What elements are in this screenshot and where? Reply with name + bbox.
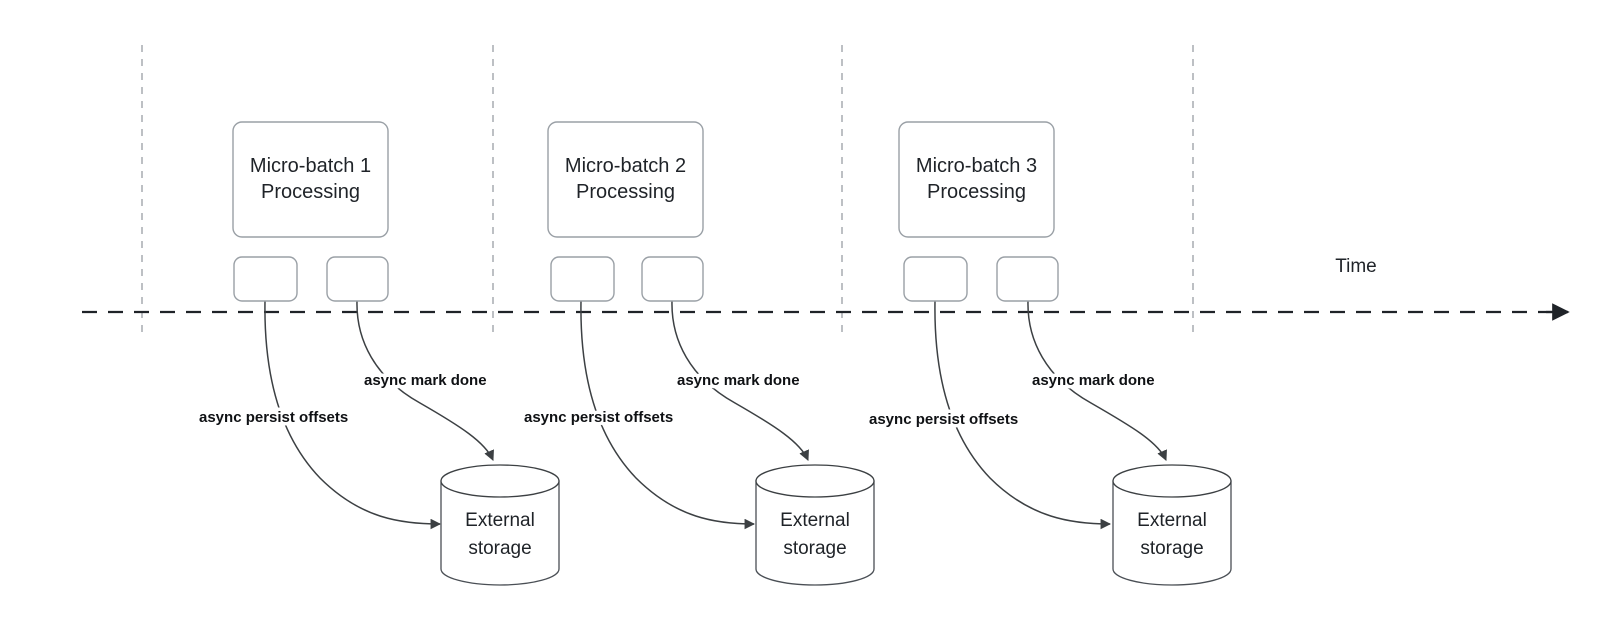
group-3-storage-label-line1: External	[1137, 510, 1207, 531]
group-1-task-box-mark[interactable]	[326, 256, 389, 302]
group-2-batch-box[interactable]	[547, 121, 704, 238]
group-1-edge-async-mark-done-label: async mark done	[364, 372, 487, 389]
group-2-batch-box-label-line2: Processing	[576, 181, 675, 203]
group-3-edge-async-persist-offsets-label: async persist offsets	[869, 411, 1018, 428]
group-1-edge-async-persist-offsets-label: async persist offsets	[199, 409, 348, 426]
group-3-task-box-persist[interactable]	[903, 256, 968, 302]
group-2-storage-label-line2: storage	[783, 538, 846, 559]
group-2-batch-box-label-line1: Micro-batch 2	[565, 155, 686, 177]
flow-edges-group	[264, 300, 1167, 530]
group-3-batch-box-label-line2: Processing	[927, 181, 1026, 203]
group-2-task-box-mark[interactable]	[641, 256, 704, 302]
group-1-edge-async-mark-done	[356, 300, 494, 461]
group-1-storage-top	[440, 464, 560, 498]
group-3-storage-label-line2: storage	[1140, 538, 1203, 559]
group-2-edge-async-persist-offsets-label: async persist offsets	[524, 409, 673, 426]
group-2-edge-async-persist-offsets	[580, 300, 756, 530]
timeline-axis-group: Time	[82, 256, 1570, 321]
group-1-storage-label-line1: External	[465, 510, 535, 531]
group-1-batch-box-label-line1: Micro-batch 1	[250, 155, 371, 177]
group-3-edge-async-persist-offsets	[934, 300, 1112, 530]
group-2-storage-body[interactable]	[755, 480, 875, 586]
group-3-edge-async-mark-done	[1027, 300, 1167, 461]
group-2-task-box-persist[interactable]	[550, 256, 615, 302]
group-2-edge-async-mark-done	[671, 300, 809, 461]
group-2-storage-top	[755, 464, 875, 498]
group-3-batch-box-label-line1: Micro-batch 3	[916, 155, 1037, 177]
group-1-batch-box[interactable]	[232, 121, 389, 238]
time-axis-label: Time	[1335, 256, 1377, 277]
group-2-edge-async-mark-done-label: async mark done	[677, 372, 800, 389]
group-1-storage-body[interactable]	[440, 480, 560, 586]
group-2-storage-label-line1: External	[780, 510, 850, 531]
timeline-tick-group	[141, 45, 1194, 338]
group-3-storage-top	[1112, 464, 1232, 498]
group-1-batch-box-label-line2: Processing	[261, 181, 360, 203]
group-1-storage-label-line2: storage	[468, 538, 531, 559]
group-3-edge-async-mark-done-label: async mark done	[1032, 372, 1155, 389]
group-3-task-box-mark[interactable]	[996, 256, 1059, 302]
edge-labels-group: async persist offsets async mark done asyn…	[196, 368, 1159, 431]
group-3-storage-body[interactable]	[1112, 480, 1232, 586]
group-1-task-box-persist[interactable]	[233, 256, 298, 302]
group-1-edge-async-persist-offsets	[264, 300, 442, 530]
group-3-batch-box[interactable]	[898, 121, 1055, 238]
